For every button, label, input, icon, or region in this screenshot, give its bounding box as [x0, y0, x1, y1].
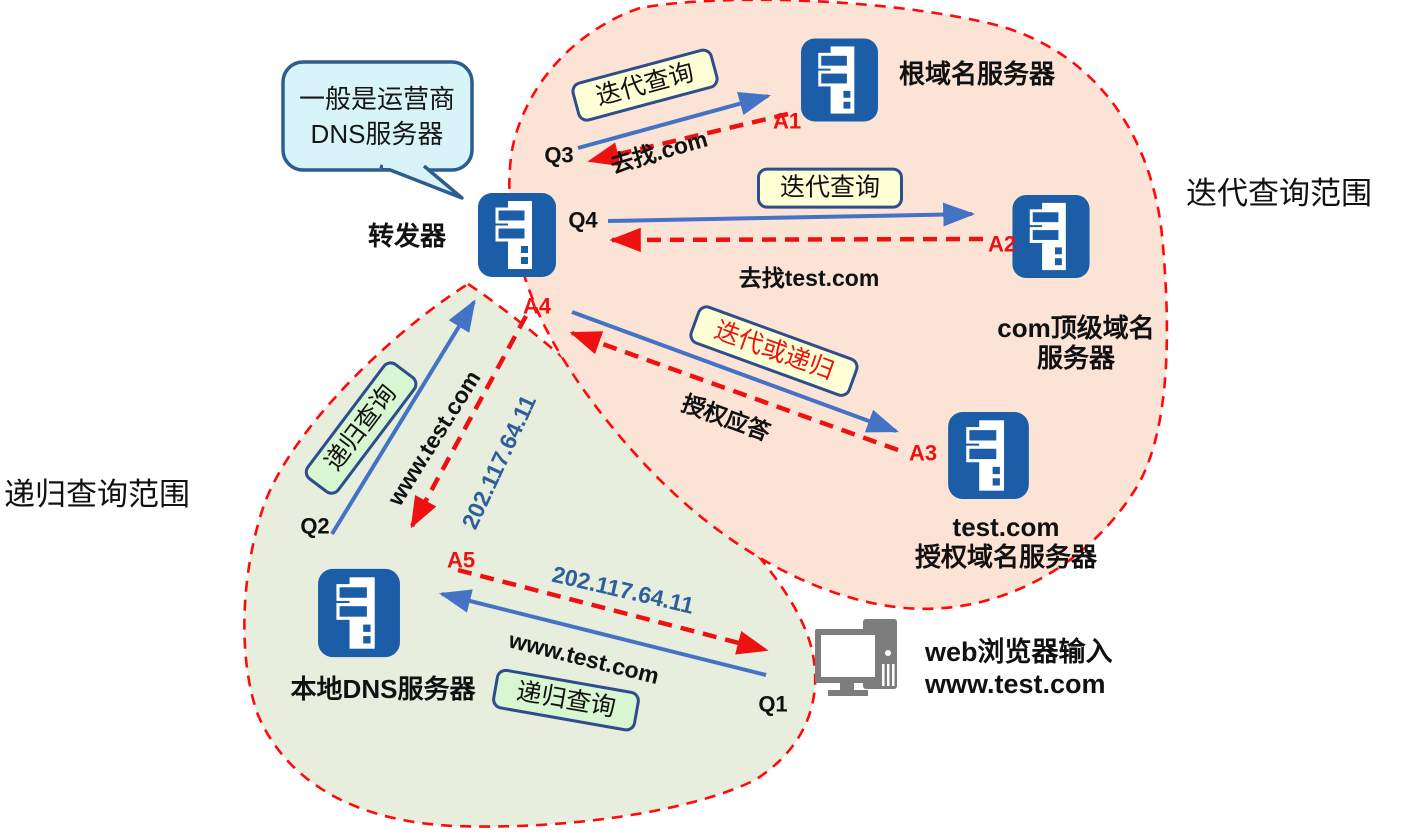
query-arrow-q3-to-root: [577, 92, 772, 150]
local-dns-label: 本地DNS服务器: [290, 674, 476, 705]
iterative-query-box-com: 迭代查询: [756, 167, 904, 209]
note-bubble-shape: [281, 60, 474, 200]
tag-a4: A4: [522, 293, 552, 319]
query-arrow-q2-to-forwarder: [330, 299, 476, 536]
com-tld-server-label: com顶级域名 服务器: [997, 313, 1155, 374]
recursive-scope-title: 递归查询范围: [4, 477, 190, 513]
com-tld-server-icon: [1011, 194, 1091, 279]
browser-label: web浏览器输入 www.test.com: [925, 636, 1113, 700]
computer-icon: [815, 619, 897, 696]
tag-q1: Q1: [758, 691, 788, 717]
tag-a3: A3: [908, 440, 938, 466]
browser-label-line2: www.test.com: [925, 669, 1106, 699]
note-bubble: 一般是运营商 DNS服务器: [299, 82, 455, 152]
local-dns-server-icon: [317, 567, 401, 659]
testcom-auth-server-label: test.com 授权域名服务器: [914, 512, 1098, 573]
note-bubble-line2: DNS服务器: [310, 119, 444, 149]
testcom-auth-server-icon: [947, 411, 1030, 500]
answer-arrow-a3-from-testauth: [569, 330, 899, 453]
query-arrow-q1-to-localdns: [438, 589, 767, 677]
note-bubble-line1: 一般是运营商: [298, 84, 456, 114]
com-tld-label-line2: 服务器: [1036, 343, 1115, 373]
answer-arrows: [410, 111, 984, 655]
caption-find-test-com: 去找test.com: [738, 264, 880, 291]
answer-arrow-a5-to-browser: [457, 567, 769, 655]
iterative-scope-title: 迭代查询范围: [1186, 176, 1372, 212]
tag-a5: A5: [446, 547, 476, 573]
tag-a1: A1: [772, 108, 802, 134]
root-server-label: 根域名服务器: [898, 59, 1056, 90]
tag-q3: Q3: [544, 142, 574, 168]
tag-q4: Q4: [568, 207, 598, 233]
query-arrow-q4-to-com: [607, 202, 976, 227]
answer-arrow-a1-from-root: [587, 111, 789, 167]
root-server-icon: [800, 37, 879, 123]
testcom-label-line1: test.com: [952, 512, 1060, 543]
query-arrows: [330, 92, 976, 677]
answer-arrow-a2-from-com: [609, 227, 984, 253]
com-tld-label-line1: com顶级域名: [997, 313, 1155, 344]
tag-a2: A2: [987, 231, 1017, 257]
forwarder-label: 转发器: [367, 221, 447, 252]
forwarder-server-icon: [477, 192, 557, 278]
browser-label-line1: web浏览器输入: [925, 637, 1113, 667]
answer-arrow-a4-to-localdns: [410, 314, 528, 529]
query-arrow-to-testauth: [571, 310, 900, 433]
testcom-label-line2: 授权域名服务器: [914, 542, 1098, 572]
tag-q2: Q2: [300, 513, 330, 539]
